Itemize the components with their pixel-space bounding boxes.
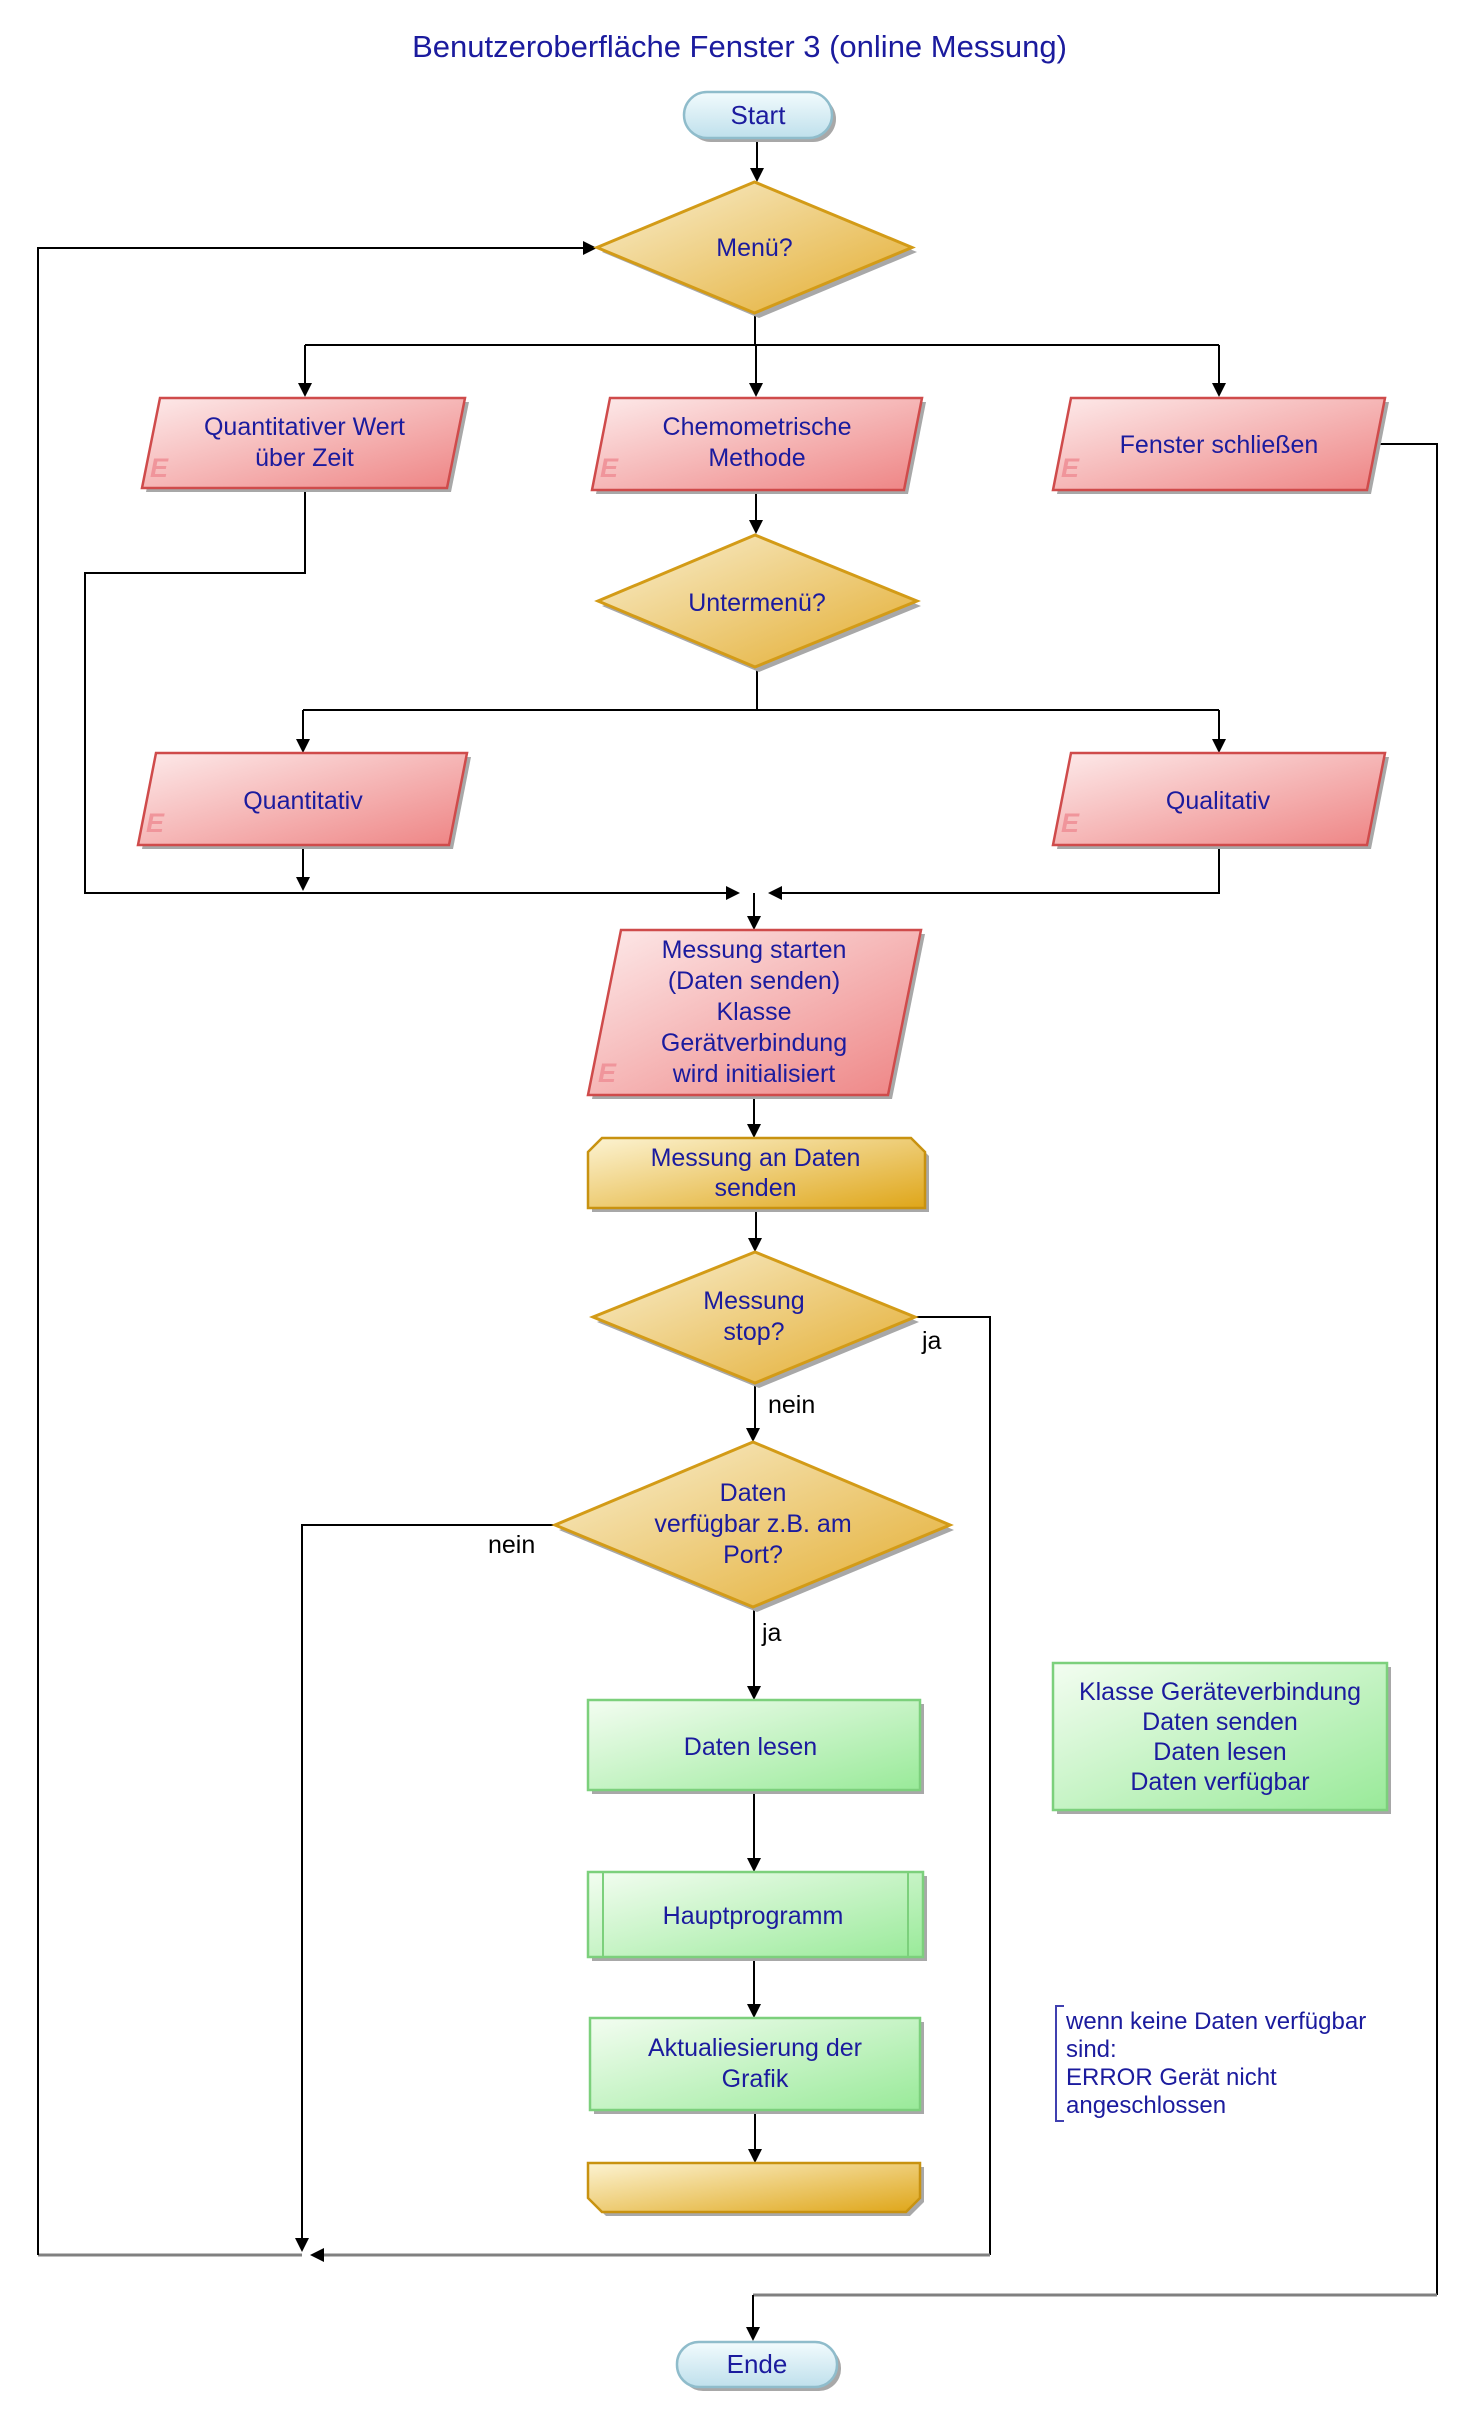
loop-card xyxy=(586,2161,924,2216)
edge-return-up-menu xyxy=(37,247,585,2255)
qualitativ-label: Qualitativ xyxy=(1165,787,1271,815)
edge-verfuegbar-nein xyxy=(301,1524,555,2240)
messungsenden-label: Messung an Daten senden xyxy=(650,1144,861,1202)
edge-stop-ja-down xyxy=(915,1316,991,2255)
aktualisierung-process xyxy=(588,2016,924,2114)
annotation-label: wenn keine Daten verfügbar sind: ERROR G… xyxy=(1066,2008,1367,2119)
menu-label: Menü? xyxy=(716,234,793,262)
menu-decision xyxy=(593,180,917,318)
hauptprogramm-subroutine xyxy=(586,1870,927,1961)
messungstop-decision xyxy=(588,1250,919,1388)
untermenu-label: Untermenü? xyxy=(688,589,826,617)
untermenu-decision xyxy=(594,533,921,672)
arrowheads xyxy=(295,168,1226,2341)
edge-qualitativ-merge xyxy=(780,845,1220,894)
messungstarten-io xyxy=(586,928,925,1099)
datenverfuegbar-label: Daten verfügbar z.B. am Port? xyxy=(654,1479,852,1569)
start-node xyxy=(682,90,836,142)
klasse-note-box xyxy=(1051,1661,1391,1814)
messungstarten-label: Messung starten (Daten senden) Klasse Ge… xyxy=(660,936,848,1088)
datenverfuegbar-decision xyxy=(551,1440,954,1612)
klasse-note-label: Klasse Geräteverbindung Daten senden Dat… xyxy=(1078,1678,1362,1796)
hauptprogramm-label: Hauptprogramm xyxy=(662,1902,844,1930)
datenlesen-label: Daten lesen xyxy=(683,1733,818,1761)
quantitativ-io xyxy=(136,751,471,849)
verfuegbar-nein-label: nein xyxy=(488,1531,536,1559)
edge-quantwert-merge xyxy=(84,488,728,894)
fenster-label: Fenster schließen xyxy=(1119,431,1319,459)
messungsenden-card xyxy=(586,1136,929,1212)
quantitativ-e-marker: E xyxy=(146,808,165,838)
messungstop-label: Messung stop? xyxy=(703,1287,805,1346)
stop-nein-label: nein xyxy=(768,1391,816,1419)
start-label: Start xyxy=(730,100,786,130)
connectors xyxy=(37,136,1438,2329)
chemo-io xyxy=(590,396,926,494)
qualitativ-io xyxy=(1051,751,1389,849)
quantwert-label: Quantitativer Wert über Zeit xyxy=(203,413,405,472)
quantitativ-label: Quantitativ xyxy=(243,787,363,815)
stop-ja-label: ja xyxy=(922,1327,942,1355)
chemo-e-marker: E xyxy=(600,453,619,483)
fenster-e-marker: E xyxy=(1061,453,1080,483)
datenlesen-process xyxy=(586,1698,924,1794)
qualitativ-e-marker: E xyxy=(1061,808,1080,838)
chemo-label: Chemometrische Methode xyxy=(662,413,852,472)
annotation-bracket xyxy=(1055,2005,1064,2122)
verfuegbar-ja-label: ja xyxy=(762,1619,782,1647)
quantwert-e-marker: E xyxy=(150,453,169,483)
fenster-io xyxy=(1051,396,1389,494)
ende-node xyxy=(675,2340,841,2391)
edge-fenster-out xyxy=(1376,443,1438,2295)
ende-label: Ende xyxy=(726,2349,788,2379)
quantwert-io xyxy=(140,396,469,492)
page-title: Benutzeroberfläche Fenster 3 (online Mes… xyxy=(412,29,1067,64)
messungstarten-e-marker: E xyxy=(598,1058,617,1088)
aktualisierung-label: Aktualiesierung der Grafik xyxy=(647,2034,862,2093)
